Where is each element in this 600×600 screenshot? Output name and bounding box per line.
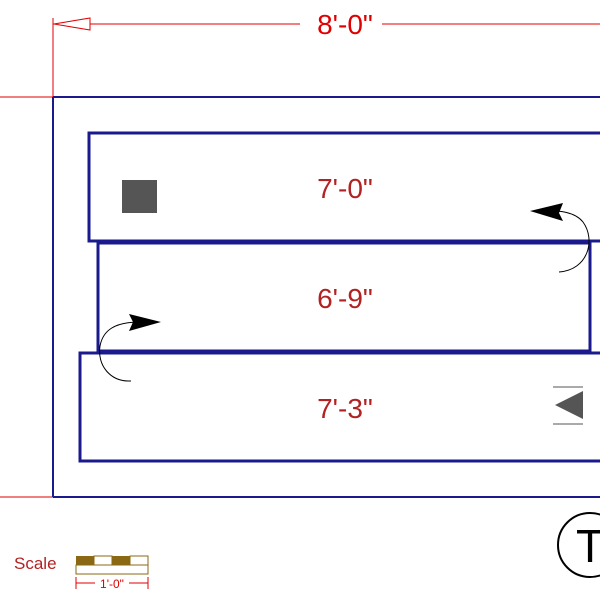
curved-arrow-right-icon bbox=[530, 203, 590, 273]
scale-caption: Scale bbox=[14, 554, 57, 573]
overall-dimension-label: 8'-0" bbox=[317, 9, 373, 40]
curved-arrow-left-icon bbox=[99, 314, 161, 382]
board-outline bbox=[96, 241, 592, 353]
board-length-label: 7'-0" bbox=[317, 173, 373, 204]
board-3: 7'-3" bbox=[78, 351, 600, 463]
badge-letter: T bbox=[576, 520, 600, 572]
dimension-arrowhead-icon bbox=[53, 17, 91, 31]
board-2: 6'-9" bbox=[96, 241, 592, 353]
corner-badge: T bbox=[557, 512, 600, 578]
scale-bar bbox=[75, 555, 149, 589]
board-length-label: 6'-9" bbox=[317, 283, 373, 314]
scale-legend: Scale 1'-0" bbox=[14, 554, 149, 591]
overall-dimension: 8'-0" bbox=[52, 9, 600, 97]
board-outline bbox=[87, 131, 600, 243]
scale-unit-label: 1'-0" bbox=[100, 577, 124, 591]
square-marker-icon bbox=[122, 180, 157, 213]
badge-circle bbox=[557, 512, 600, 578]
triangle-marker-icon bbox=[553, 386, 583, 425]
board-length-label: 7'-3" bbox=[317, 393, 373, 424]
board-1: 7'-0" bbox=[87, 131, 600, 243]
room-outline bbox=[0, 96, 600, 498]
board-outline bbox=[78, 351, 600, 463]
